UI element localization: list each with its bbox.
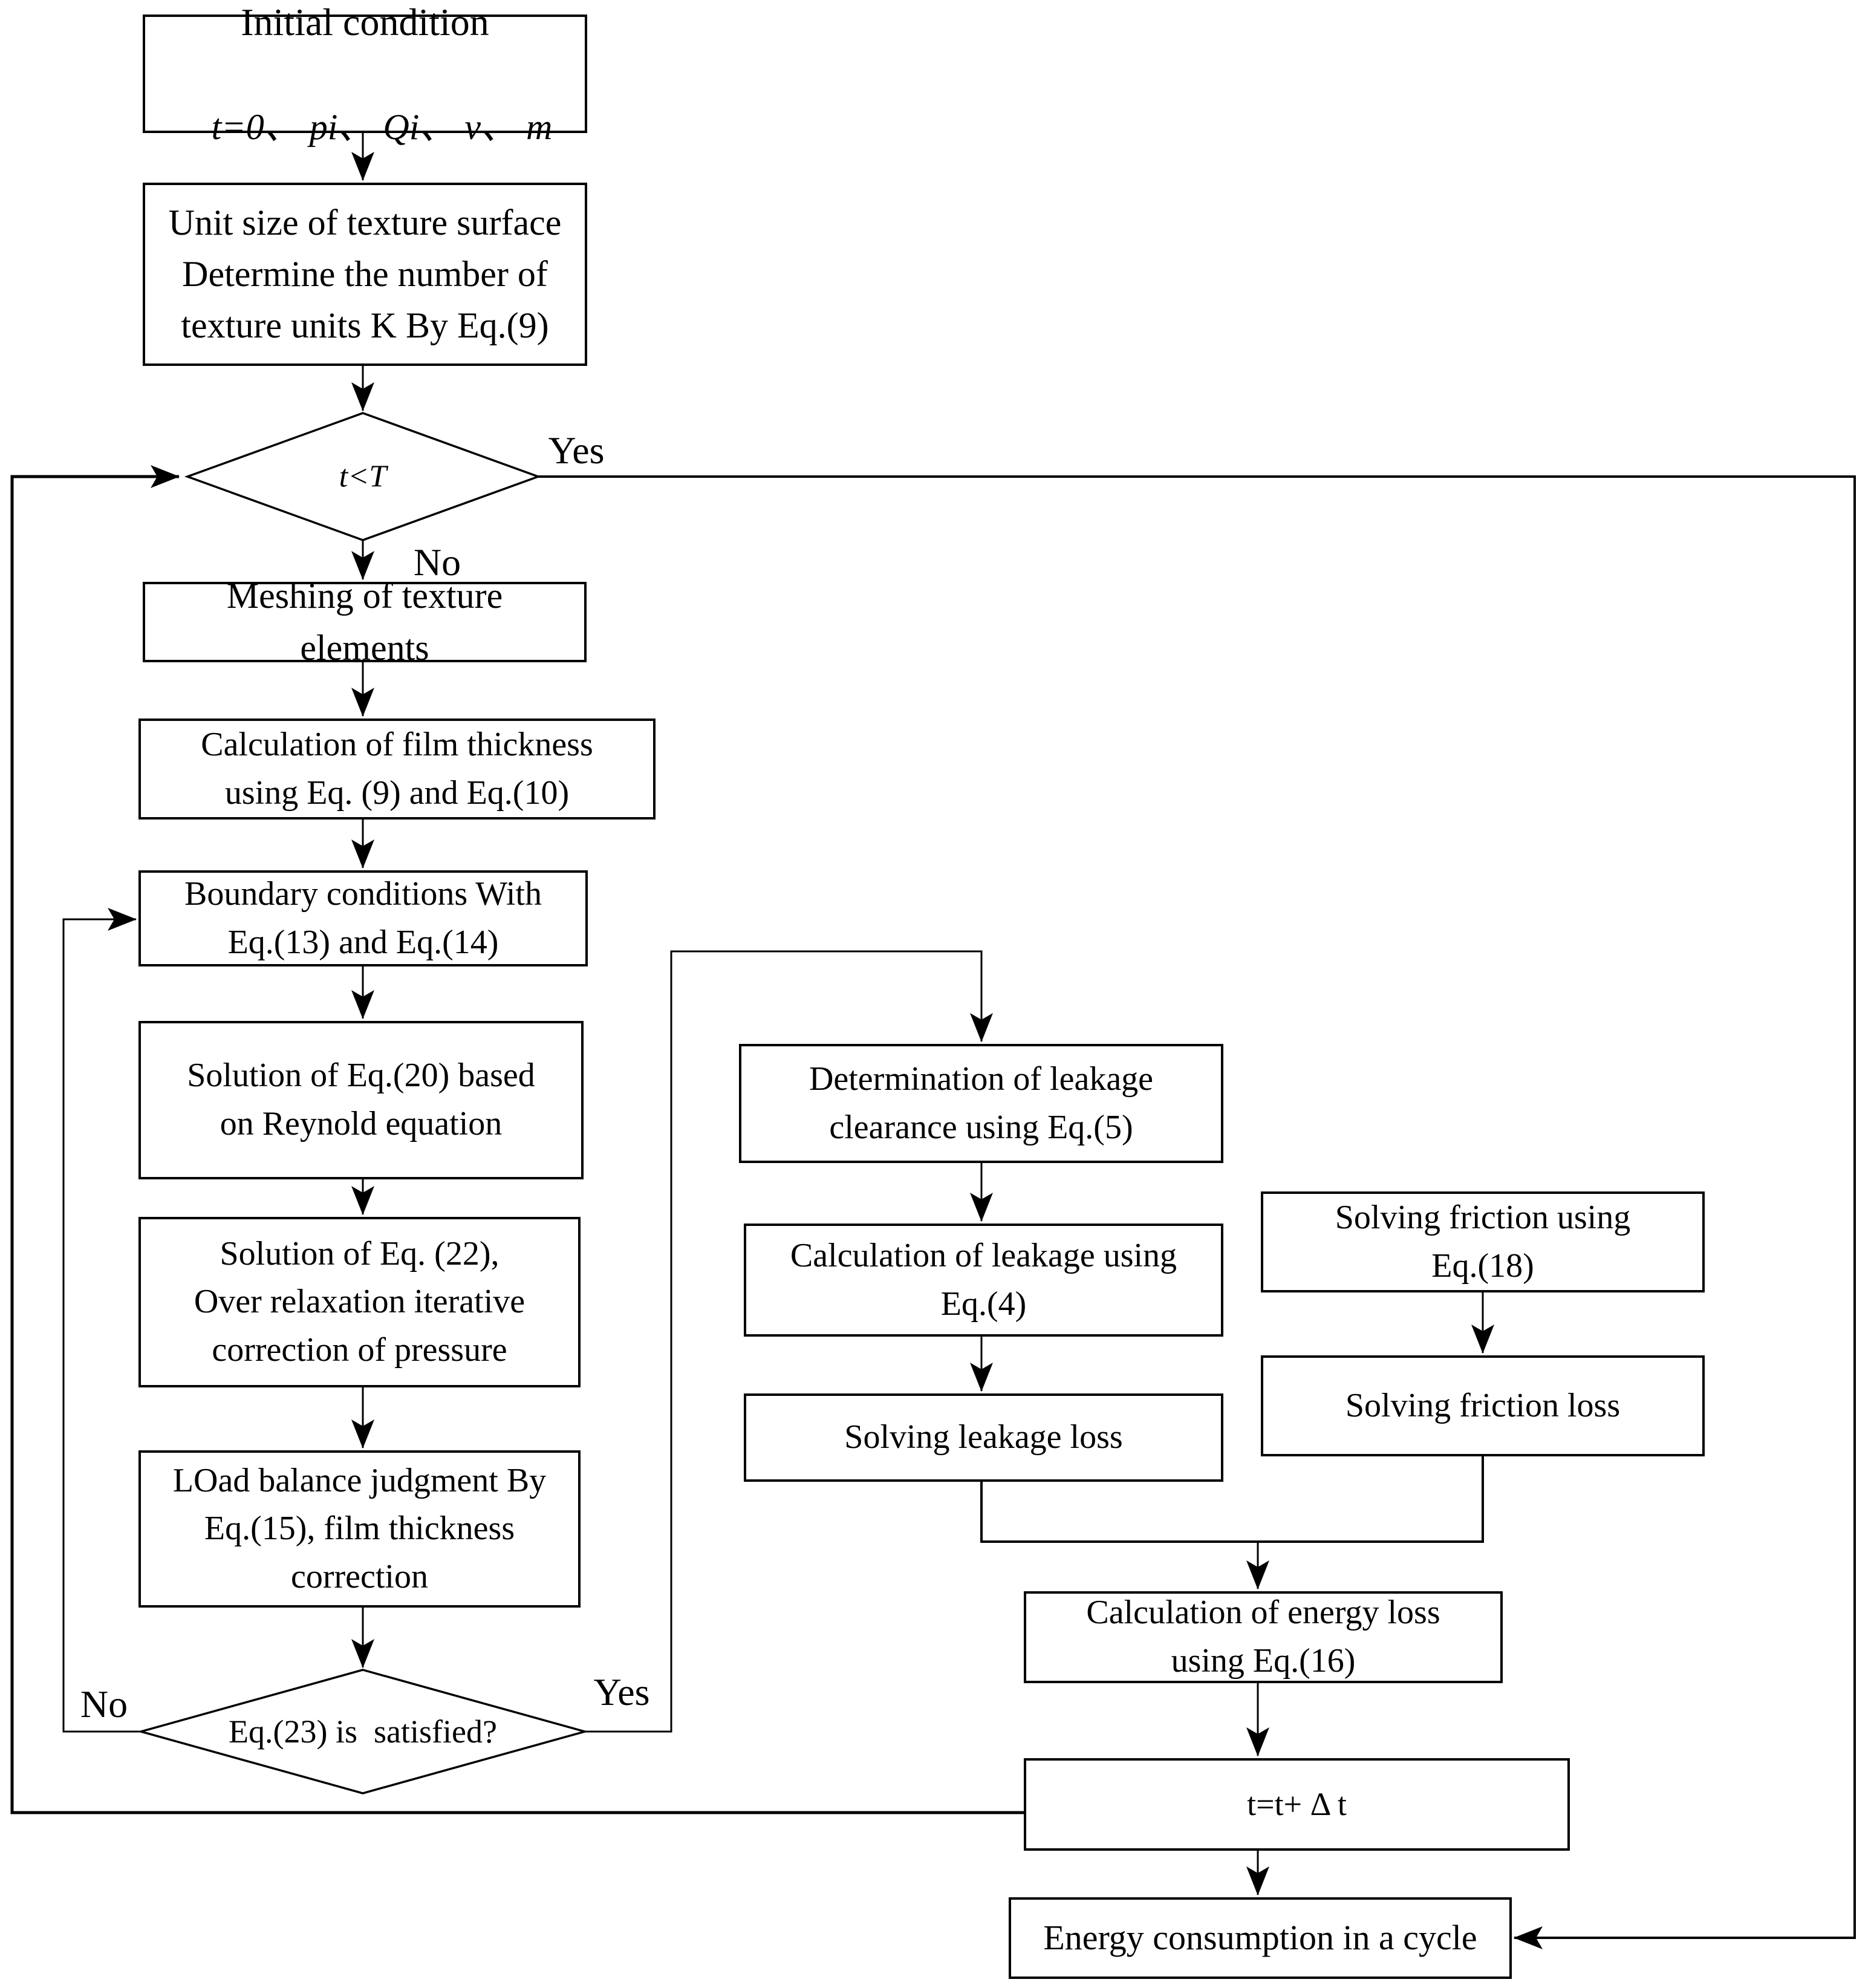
solving-friction-loss-label: Solving friction loss xyxy=(1345,1386,1621,1424)
label-no-eq23: No xyxy=(80,1683,128,1726)
node-time-increment: t=t+ Δ t xyxy=(1024,1758,1570,1851)
energy-consumption-label: Energy consumption in a cycle xyxy=(1043,1918,1477,1958)
edge-tlt-yes-cycle xyxy=(535,475,1856,1949)
boundary-conditions-label: Boundary conditions With Eq.(13) and Eq.… xyxy=(184,875,542,961)
node-initial-condition: Initial condition t=0、 pi、 Qi、 v、 m xyxy=(143,1,587,147)
node-solving-friction-loss: Solving friction loss xyxy=(1261,1355,1705,1456)
calculation-leakage-label: Calculation of leakage using Eq.(4) xyxy=(790,1236,1177,1323)
edge-eq23-yes-det xyxy=(585,950,993,1733)
node-film-thickness-calculation: Calculation of film thickness using Eq. … xyxy=(138,719,656,820)
node-calculation-energy-loss: Calculation of energy loss using Eq.(16) xyxy=(1024,1591,1503,1683)
label-yes-t-less-than-T: Yes xyxy=(548,429,605,472)
meshing-label: Meshing of texture elements xyxy=(226,576,503,668)
decision-eq23-satisfied-label: Eq.(23) is satisfied? xyxy=(229,1713,497,1750)
node-boundary-conditions: Boundary conditions With Eq.(13) and Eq.… xyxy=(138,870,588,966)
node-solution-eq22-relaxation: Solution of Eq. (22), Over relaxation it… xyxy=(138,1217,581,1387)
load-balance-label: LOad balance judgment By Eq.(15), film t… xyxy=(172,1461,547,1595)
decision-t-less-than-T-label: t<T xyxy=(339,459,387,494)
energy-loss-label: Calculation of energy loss using Eq.(16) xyxy=(1086,1594,1440,1680)
node-unit-size-texture: Unit size of texture surface Determine t… xyxy=(143,183,587,366)
node-solving-leakage-loss: Solving leakage loss xyxy=(744,1393,1223,1482)
node-determination-leakage-clearance: Determination of leakage clearance using… xyxy=(739,1044,1223,1163)
initial-condition-variables: t=0、 pi、 Qi、 v、 m xyxy=(211,106,553,147)
initial-condition-title: Initial condition xyxy=(241,1,489,44)
node-solution-eq20-reynold: Solution of Eq.(20) based on Reynold equ… xyxy=(138,1021,584,1179)
node-meshing-texture-elements: Meshing of texture elements xyxy=(143,576,587,668)
unit-size-label: Unit size of texture surface Determine t… xyxy=(168,202,562,346)
time-increment-label: t=t+ Δ t xyxy=(1247,1786,1347,1823)
solving-leakage-loss-label: Solving leakage loss xyxy=(844,1418,1123,1456)
decision-eq23-satisfied-shape xyxy=(137,1669,589,1794)
node-solving-friction: Solving friction using Eq.(18) xyxy=(1261,1191,1705,1292)
edge-tinc-loop-tlt xyxy=(10,465,1024,1814)
label-yes-eq23: Yes xyxy=(593,1670,650,1713)
decision-t-less-than-T-shape xyxy=(184,412,542,541)
solution-eq20-label: Solution of Eq.(20) based on Reynold equ… xyxy=(187,1057,535,1142)
node-energy-consumption-cycle: Energy consumption in a cycle xyxy=(1009,1897,1512,1979)
edge-eq23-no-bound xyxy=(62,908,141,1733)
solving-friction-label: Solving friction using Eq.(18) xyxy=(1335,1198,1631,1285)
node-load-balance-judgment: LOad balance judgment By Eq.(15), film t… xyxy=(138,1450,581,1608)
node-calculation-leakage: Calculation of leakage using Eq.(4) xyxy=(744,1224,1223,1337)
solution-eq22-label: Solution of Eq. (22), Over relaxation it… xyxy=(194,1234,526,1369)
film-thickness-label: Calculation of film thickness using Eq. … xyxy=(201,725,593,812)
label-no-t-less-than-T: No xyxy=(413,541,461,584)
determination-leakage-label: Determination of leakage clearance using… xyxy=(809,1060,1154,1146)
